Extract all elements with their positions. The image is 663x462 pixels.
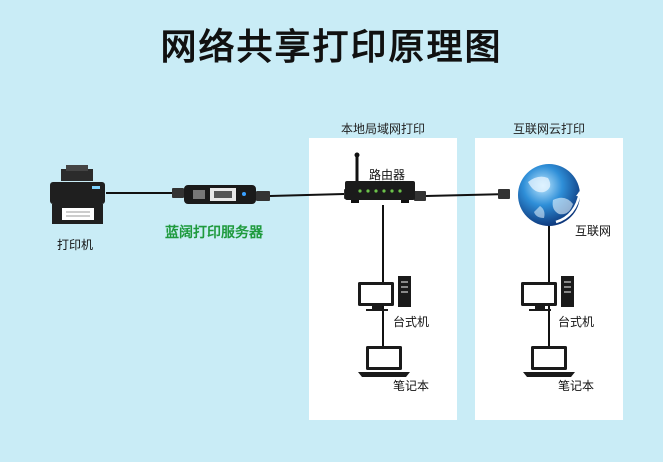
router-icon — [345, 152, 415, 203]
cables — [106, 192, 550, 360]
printer-icon — [50, 165, 105, 224]
cable-router-internet — [425, 193, 511, 197]
desktop-icon-local — [358, 276, 411, 311]
local-panel-title: 本地局域网打印 — [340, 122, 425, 136]
laptop-label-local: 笔记本 — [393, 379, 430, 393]
cable-server-router — [269, 193, 345, 197]
desktop-icon-cloud — [521, 276, 574, 311]
laptop-icon-local — [358, 346, 410, 377]
printer-label: 打印机 — [57, 238, 94, 252]
print-server-icon — [184, 185, 256, 204]
router-label: 路由器 — [369, 168, 406, 182]
internet-label: 互联网 — [575, 224, 612, 238]
cloud-panel-title: 互联网云打印 — [512, 122, 585, 136]
desktop-label-cloud: 台式机 — [558, 315, 595, 329]
print-server-label: 蓝阔打印服务器 — [165, 225, 263, 241]
diagram-title: 网络共享打印原理图 — [160, 27, 503, 68]
desktop-label-local: 台式机 — [393, 315, 430, 329]
laptop-icon-cloud — [523, 346, 575, 377]
laptop-label-cloud: 笔记本 — [558, 379, 595, 393]
globe-icon — [518, 164, 586, 226]
